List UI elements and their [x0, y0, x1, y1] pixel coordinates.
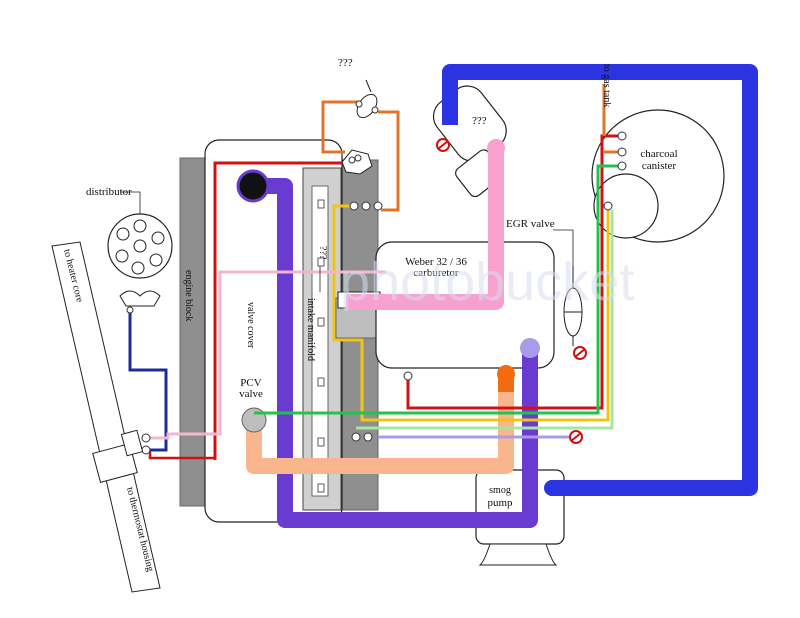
- vac-line-red-canister: [406, 134, 618, 410]
- air-hose-blue: [442, 64, 758, 496]
- manifold-port: [317, 437, 325, 447]
- manifold-port: [317, 317, 325, 327]
- label-carburetor: carburetor: [413, 267, 459, 279]
- watermark: photobucket: [340, 252, 634, 312]
- egr-valve: [563, 266, 583, 346]
- distributor: [107, 213, 173, 314]
- fitting: [363, 432, 373, 442]
- fitting: [617, 161, 627, 171]
- coolant-hose: [51, 241, 161, 593]
- label-unknown-manifold: ???: [317, 246, 328, 260]
- vac-line-lightgreen: [356, 210, 614, 430]
- label-pump: pump: [487, 497, 513, 509]
- label-charcoal: charcoal: [640, 148, 677, 160]
- fitting: [403, 371, 413, 381]
- manifold-port: [317, 199, 325, 209]
- air-pump-filter: [432, 85, 507, 198]
- fitting: [617, 147, 627, 157]
- label-weber: Weber 32 / 36: [405, 256, 467, 268]
- oil-filler-ring: [236, 169, 270, 203]
- fitting: [373, 201, 383, 211]
- smog-pump-pulley: [478, 543, 558, 566]
- air-hose-pink: [346, 150, 504, 310]
- plug-icon: [569, 430, 583, 444]
- air-hose-purple-end: [520, 338, 540, 358]
- air-hose-orange-end: [497, 365, 515, 383]
- fitting: [141, 433, 151, 443]
- label-valve-cover: valve cover: [245, 302, 256, 349]
- vac-line-orange-loop: [321, 100, 400, 212]
- charcoal-canister-inner: [593, 173, 659, 239]
- egr-leader: [553, 229, 574, 266]
- vac-line-pink: [150, 270, 386, 440]
- fitting: [361, 201, 371, 211]
- label-pcv-valve: valve: [239, 388, 263, 400]
- vac-line-yellow: [332, 204, 610, 422]
- label-engine-block: engine block: [183, 270, 194, 321]
- plug-icon: [573, 346, 587, 360]
- vac-line-navy: [128, 312, 168, 452]
- manifold-port: [317, 483, 325, 493]
- fitting: [603, 201, 613, 211]
- label-smog: smog: [489, 485, 511, 496]
- fitting: [141, 445, 151, 455]
- label-canister: canister: [642, 160, 677, 172]
- thermo-valve-top: [355, 79, 379, 119]
- vac-line-green: [254, 164, 618, 415]
- fitting: [349, 201, 359, 211]
- fitting: [617, 131, 627, 141]
- plug-icon: [436, 138, 450, 152]
- distributor-leader: [120, 191, 141, 214]
- label-distributor: distributor: [86, 186, 132, 198]
- label-pcv: PCV: [240, 377, 261, 389]
- label-egr-valve: EGR valve: [506, 218, 555, 230]
- manifold-port: [317, 377, 325, 387]
- air-hose-pink-end: [487, 139, 505, 157]
- oil-filler-cap: [238, 171, 268, 201]
- label-unknown-fan: ???: [472, 115, 487, 127]
- thermo-switch: [341, 149, 373, 175]
- vac-line-red-top: [213, 161, 355, 460]
- manifold-port: [317, 257, 325, 267]
- label-to-gas-tank: to gas tank: [601, 64, 612, 107]
- air-hose-purple: [253, 178, 538, 528]
- label-intake-manifold: intake manifold: [305, 298, 316, 361]
- air-hose-blue-end: [544, 480, 560, 496]
- air-hose-peach: [246, 382, 514, 474]
- label-unknown-top: ???: [338, 57, 353, 69]
- fitting: [351, 432, 361, 442]
